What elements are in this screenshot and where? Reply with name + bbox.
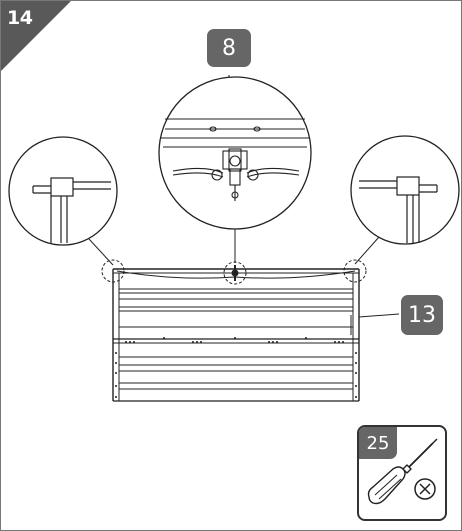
tool-step-label: 25 <box>359 427 397 459</box>
right-detail-view <box>350 135 460 245</box>
center-bolt <box>231 265 239 281</box>
frame-rivets <box>115 337 357 398</box>
center-detail-view <box>158 76 312 230</box>
frame-assembly <box>112 268 360 402</box>
callout-part-8: 8 <box>207 29 251 67</box>
callout-part-13: 13 <box>401 295 443 335</box>
tool-box: 25 <box>357 425 447 521</box>
left-detail-view <box>8 136 118 246</box>
step-number: 14 <box>7 7 33 29</box>
target-markers <box>101 259 367 285</box>
phillips-screwdriver-icon <box>367 438 438 505</box>
phillips-cross-icon <box>414 478 436 500</box>
